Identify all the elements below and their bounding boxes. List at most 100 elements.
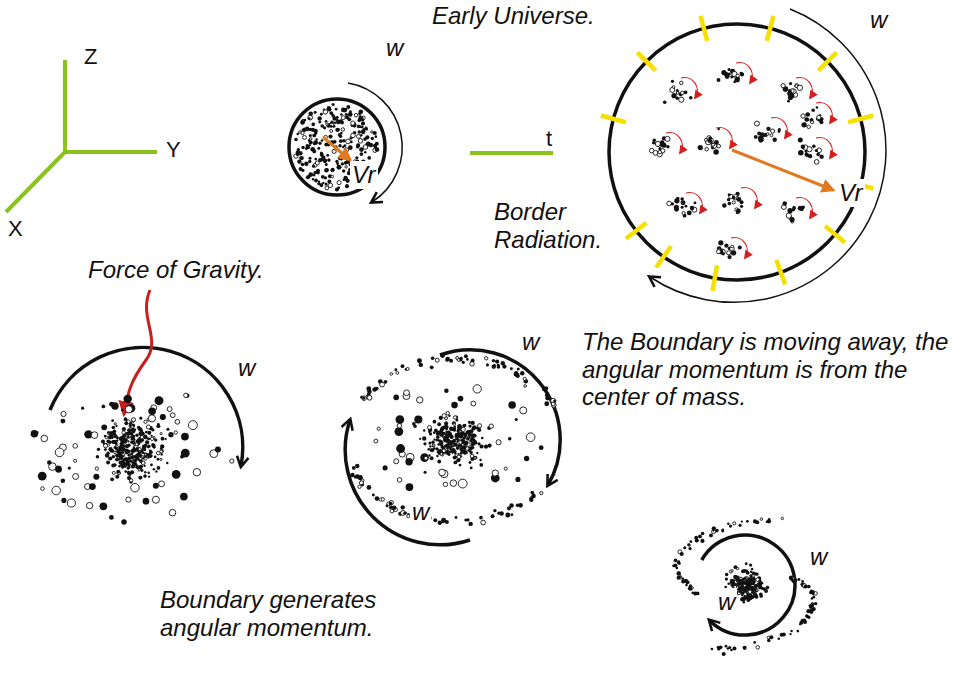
open-particle	[453, 416, 456, 419]
particle	[403, 512, 406, 515]
particle	[151, 428, 154, 431]
open-particle	[404, 390, 410, 396]
particle	[544, 401, 549, 406]
particle	[147, 431, 151, 435]
open-particle	[766, 133, 769, 136]
particle	[406, 483, 414, 491]
particle	[130, 422, 133, 425]
particle	[165, 438, 167, 440]
particle	[810, 590, 813, 593]
particle	[790, 94, 794, 98]
particle	[160, 449, 164, 453]
open-particle	[705, 139, 711, 145]
particle	[815, 149, 818, 152]
particle	[427, 448, 430, 451]
particle	[681, 200, 686, 205]
particle	[61, 479, 66, 484]
particle	[683, 546, 686, 549]
particle	[304, 162, 308, 166]
open-particle	[326, 123, 329, 126]
particle	[361, 126, 364, 129]
open-particle	[346, 139, 351, 144]
particle	[356, 145, 359, 148]
open-particle	[446, 411, 450, 415]
particle	[355, 464, 359, 468]
border-radiation-ray	[626, 223, 646, 239]
particle	[662, 143, 667, 148]
particle	[440, 427, 444, 431]
particle	[453, 456, 457, 460]
particle	[712, 527, 716, 531]
particle	[787, 100, 790, 103]
rotation-label: w	[384, 34, 405, 62]
particle	[440, 443, 444, 447]
particle	[157, 423, 160, 426]
particle	[810, 602, 814, 606]
particle	[118, 465, 121, 468]
particle	[791, 95, 794, 98]
particle	[364, 151, 367, 154]
particle	[429, 432, 432, 435]
rotation-label: w	[868, 6, 889, 34]
particle	[151, 443, 154, 446]
particle	[384, 380, 388, 384]
open-particle	[170, 413, 175, 418]
particle	[507, 506, 511, 510]
open-particle	[736, 577, 740, 581]
particle	[451, 442, 453, 444]
open-particle	[729, 570, 732, 573]
particle	[462, 445, 466, 449]
particle	[96, 455, 100, 459]
particle	[121, 519, 127, 525]
particle	[524, 456, 529, 461]
open-particle	[736, 74, 739, 77]
particle	[750, 581, 754, 585]
swirl-arrow	[771, 118, 787, 138]
particle	[154, 456, 157, 459]
open-particle	[760, 518, 763, 521]
particle	[367, 156, 371, 160]
particle	[516, 504, 520, 508]
open-particle	[814, 160, 819, 165]
particles	[649, 68, 823, 259]
open-particle	[458, 479, 467, 488]
particle	[792, 208, 795, 211]
particle	[676, 571, 680, 575]
particle	[147, 472, 150, 475]
particle	[449, 433, 452, 436]
particle	[348, 112, 353, 117]
open-particle	[396, 371, 399, 374]
open-particle	[801, 114, 805, 118]
open-particle	[138, 469, 141, 472]
particle	[119, 445, 123, 449]
particle	[797, 578, 800, 581]
particle	[464, 354, 468, 358]
particle	[484, 445, 488, 449]
particle	[687, 543, 690, 546]
particle	[301, 163, 305, 167]
particle	[361, 484, 364, 487]
particle	[118, 452, 122, 456]
open-particle	[86, 502, 92, 508]
particle	[725, 573, 729, 577]
particle	[423, 442, 426, 445]
open-particle	[148, 415, 155, 422]
particle	[131, 449, 133, 451]
particle	[736, 209, 741, 214]
particle	[728, 202, 732, 206]
particle	[361, 119, 364, 122]
particle	[530, 491, 534, 495]
particle	[146, 453, 149, 456]
particle	[746, 571, 749, 574]
heading: Early Universe.	[432, 2, 595, 30]
particle	[671, 93, 676, 98]
particle	[464, 451, 468, 455]
axis-label: Y	[166, 137, 181, 162]
border-radiation-ray	[701, 16, 708, 41]
particle	[136, 466, 140, 470]
particle	[708, 136, 711, 139]
particle	[479, 463, 483, 467]
particle	[750, 576, 753, 579]
particle	[674, 198, 679, 203]
particle	[727, 523, 730, 526]
